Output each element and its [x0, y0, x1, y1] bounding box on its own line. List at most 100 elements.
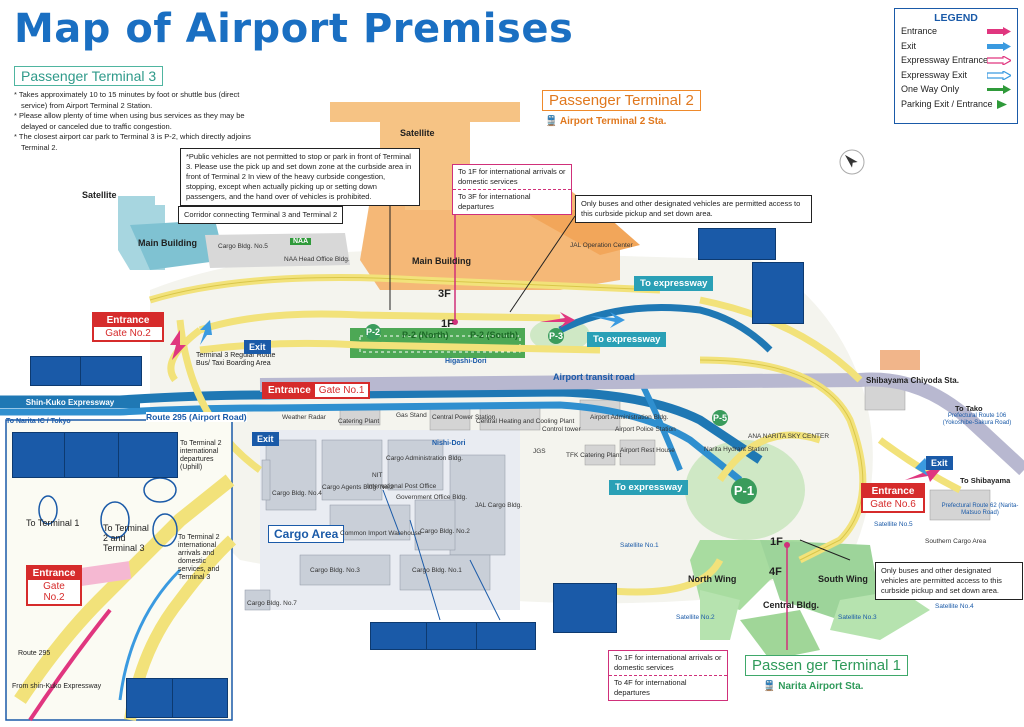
cargo-bldg-5-label: Cargo Bldg. No.5	[218, 243, 268, 250]
exit-tag-c: Exit	[926, 456, 953, 470]
gate6-badge[interactable]: Entrance Gate No.6	[861, 483, 925, 513]
cargo-bldg-2-label: Cargo Bldg. No.2	[420, 528, 470, 535]
terminal1-floor-callout: To 1F for international arrivals or dome…	[608, 650, 728, 701]
admin-bldg-label: Airport Administration Bldg.	[590, 414, 669, 421]
inset-gate2-badge[interactable]: Entrance Gate No.2	[26, 565, 82, 606]
southern-cargo-label: Southern Cargo Area	[925, 538, 987, 545]
inset-gate2-name: Gate No.2	[43, 581, 65, 603]
jgs-label: JGS	[533, 448, 546, 455]
control-tower-label: Control tower	[542, 426, 581, 433]
legend-expressway-exit: Expressway Exit	[895, 68, 1017, 83]
terminal2-station-label: Airport Terminal 2 Sta.	[559, 116, 667, 127]
parking-p2-marker: P-2	[365, 324, 381, 340]
page-title: Map of Airport Premises	[14, 6, 574, 52]
heating-plant-label: Central Heating and Cooling Plant	[476, 418, 575, 425]
parking-p2-north-label: P-2 (North)	[402, 330, 449, 340]
terminal2-label: Passenger Terminal 2	[542, 90, 701, 111]
road-sign-t3	[30, 356, 82, 386]
one-way-arrow-icon	[987, 85, 1011, 94]
inset-to-t2-t3: To Terminal 2 and Terminal 3	[103, 523, 149, 553]
narita-hydrant-label: Narita Hydrant Station	[704, 446, 768, 453]
terminal3-satellite-label: Satellite	[82, 190, 117, 200]
gate6-name: Gate No.6	[870, 499, 916, 510]
higashi-dori-label: Higashi-Dori	[445, 358, 487, 365]
terminal1-1f-label: 1F	[770, 536, 783, 548]
terminal3-building	[118, 196, 350, 270]
legend: LEGEND Entrance Exit Expressway Entrance…	[894, 8, 1018, 124]
common-import-label: Common Import Warehouse	[340, 530, 422, 537]
transit-road-label: Airport transit road	[553, 372, 636, 382]
gate6-entrance: Entrance	[863, 485, 923, 498]
post-office-label: International Post Office	[367, 483, 437, 490]
terminal2-floor-callout-departures: To 3F for international departures	[453, 189, 571, 214]
to-narita-ic-label: To Narita IC / Tokyo	[6, 418, 71, 425]
legend-exit-label: Exit	[901, 40, 917, 51]
terminal3-note: * The closest airport car park to Termin…	[14, 132, 251, 152]
corridor-callout: Corridor connecting Terminal 3 and Termi…	[178, 206, 344, 224]
gate2-name: Gate No.2	[105, 328, 151, 339]
inset-to-t2-arrivals: To Terminal 2 international arrivals and…	[178, 534, 220, 581]
terminal2-bus-callout: Only buses and other designated vehicles…	[575, 195, 812, 223]
route295-label: Route 295 (Airport Road)	[146, 412, 247, 422]
road-sign-cargo-2	[426, 622, 480, 650]
gate1-badge[interactable]: Entrance Gate No.1	[262, 382, 371, 399]
inset-route295: Route 295	[18, 650, 51, 657]
expressway-entrance-arrow-icon	[987, 56, 1011, 65]
pref-route-106-label: Prefectural Route 106 (Yokoshibe-Sakura …	[942, 413, 1012, 426]
central-bldg-label: Central Bldg.	[763, 600, 820, 610]
cargo-bldg-1-label: Cargo Bldg. No.1	[412, 567, 462, 574]
nishi-dori-label: Nishi-Dori	[432, 440, 466, 447]
satellite-4-label: Satellite No.4	[935, 603, 974, 610]
train-icon: 🚆	[763, 681, 776, 692]
terminal2-1f-label: 1F	[441, 318, 454, 330]
terminal2-main-building-label: Main Building	[412, 256, 471, 266]
road-sign-upper	[698, 228, 776, 260]
jal-cargo-label: JAL Cargo Bldg.	[475, 502, 523, 509]
terminal3-main-building-label: Main Building	[138, 238, 197, 248]
legend-parking: Parking Exit / Entrance	[895, 97, 1017, 112]
cargo-bldg-7-label: Cargo Bldg. No.7	[247, 600, 297, 607]
inset-gate2-entrance: Entrance	[28, 567, 80, 580]
power-station-label: Central Power Station	[432, 414, 496, 421]
to-expressway-tag-3: To expressway	[609, 480, 689, 495]
satellite-3-label: Satellite No.3	[838, 614, 877, 621]
naa-logo: NAA	[290, 238, 312, 245]
north-wing-label: North Wing	[688, 574, 737, 584]
legend-expressway-entrance: Expressway Entrance	[895, 53, 1017, 68]
terminal1-floor-callout-departures: To 4F for international departures	[609, 675, 727, 700]
gate2-badge[interactable]: Entrance Gate No.2	[92, 312, 164, 342]
road-sign-t1	[80, 356, 142, 386]
inset-to-terminal1: To Terminal 1	[26, 518, 80, 528]
gate1-name: Gate No.1	[318, 385, 365, 396]
parking-p5-marker: P-5	[712, 410, 728, 426]
train-icon: 🚆	[545, 116, 558, 127]
terminal3-bus-stop-label: Terminal 3 Regular Route Bus/ Taxi Board…	[196, 352, 276, 367]
road-sign-parking	[752, 262, 804, 324]
shinkuko-expressway-label: Shin-Kuko Expressway	[25, 398, 115, 407]
road-sign-inset-2	[172, 678, 228, 718]
parking-p1-marker: P-1	[731, 478, 757, 504]
road-sign-inset-3	[12, 432, 66, 478]
terminal1-station: 🚆 Narita Airport Sta.	[763, 681, 863, 692]
cargo-admin-label: Cargo Administration Bldg.	[386, 455, 463, 462]
cargo-bldg-3-label: Cargo Bldg. No.3	[310, 567, 360, 574]
road-sign-t1-parking	[553, 583, 617, 633]
terminal1-label: Passen ger Terminal 1	[745, 655, 908, 676]
tfk-catering-label: TFK Catering Plant	[566, 452, 622, 459]
legend-one-way-label: One Way Only	[901, 84, 960, 94]
terminal3-notes: * Takes approximately 10 to 15 minutes b…	[14, 90, 254, 153]
expressway-exit-arrow-icon	[987, 70, 1011, 80]
gas-stand-label: Gas Stand	[396, 412, 427, 419]
govt-office-label: Government Office Bldg.	[396, 494, 468, 501]
to-expressway-tag-2: To expressway	[587, 332, 667, 347]
cargo-agents-label: Cargo Agents Bldg. No.2	[322, 484, 394, 491]
legend-entrance-label: Entrance	[901, 26, 938, 36]
weather-radar-label: Weather Radar	[282, 414, 326, 421]
terminal1-bus-callout: Only buses and other designated vehicles…	[875, 562, 1023, 600]
parking-p3-marker: P-3	[548, 328, 564, 344]
legend-one-way: One Way Only	[895, 82, 1017, 97]
exit-tag-b: Exit	[252, 432, 279, 446]
pref-route-62-label: Prefectural Route 62 (Narita-Matsuo Road…	[941, 503, 1019, 516]
terminal1-station-label: Narita Airport Sta.	[778, 681, 864, 692]
